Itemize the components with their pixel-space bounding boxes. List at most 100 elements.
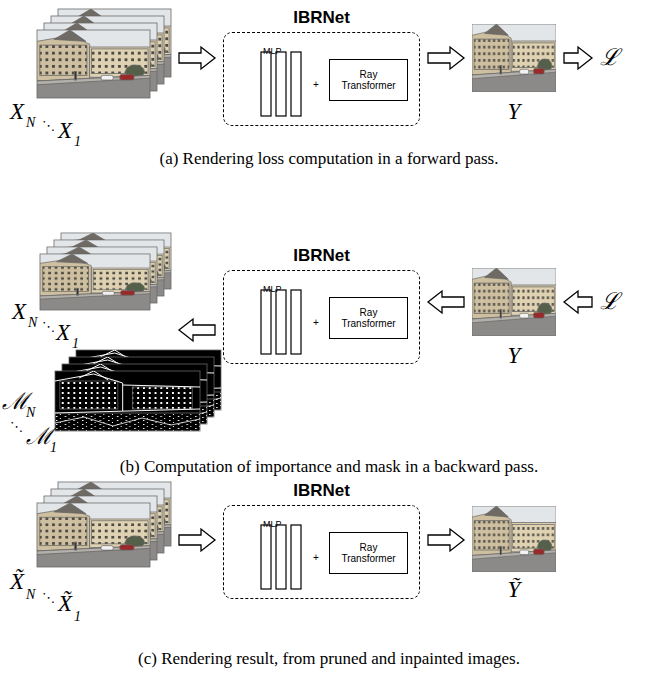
image-stack: ℳN⋱ℳ1 — [55, 350, 221, 431]
image-symbol: Y — [508, 99, 521, 124]
block-label: Ray Transformer — [332, 307, 405, 330]
transformer-box: Ray Transformer — [329, 532, 408, 574]
transformer-box: Ray Transformer — [329, 297, 408, 339]
subscript: N — [26, 405, 35, 420]
output-image: Y — [472, 268, 556, 336]
loss-label: ℒ — [600, 289, 619, 314]
ellipsis: ⋱ — [42, 319, 55, 334]
label-holder: N — [26, 585, 35, 603]
label-holder: (b) Computation of importance and mask i… — [0, 458, 658, 477]
subscript: 1 — [50, 440, 57, 455]
subscript: N — [28, 315, 37, 330]
loss-label: ℒ — [600, 45, 619, 70]
label-holder: ℳ — [26, 425, 53, 448]
label-holder: MLP — [263, 513, 282, 531]
label-holder: Y — [472, 344, 556, 367]
label-holder: + — [313, 547, 319, 565]
panel-caption: (a) Rendering loss computation in a forw… — [160, 149, 499, 168]
loss-symbol: ℒ — [600, 290, 622, 314]
subscript: 1 — [74, 609, 81, 624]
label-holder: MLP — [263, 278, 282, 296]
network-box: IBRNetMLPRay Transformer — [223, 505, 420, 599]
mlp-block: MLP — [258, 511, 304, 591]
output-image: Ỹ — [472, 506, 556, 572]
loss-symbol: ℒ — [600, 46, 622, 70]
output-image: Y — [472, 24, 556, 92]
title-holder: IBRNet — [224, 9, 419, 27]
label-holder: + — [313, 312, 319, 330]
label-holder: 1 — [74, 132, 81, 150]
label-holder: ⋱ — [42, 317, 55, 335]
label-holder: X — [10, 100, 24, 123]
network-title: IBRNet — [293, 481, 350, 500]
subscript: N — [26, 587, 35, 602]
hollow-arrow — [564, 47, 592, 69]
label-holder: 1 — [74, 607, 81, 625]
hollow-arrow — [179, 319, 215, 341]
label-holder: ⋱ — [42, 588, 55, 606]
label-holder: (a) Rendering loss computation in a forw… — [0, 150, 658, 169]
image-stack: X̃N⋱X̃1 — [37, 482, 171, 567]
mlp-block: MLP — [258, 38, 304, 118]
hollow-arrow — [179, 529, 215, 551]
label-holder: + — [313, 74, 319, 92]
mlp-block: MLP — [258, 276, 304, 356]
image-symbol: X — [12, 299, 26, 324]
block-label: Ray Transformer — [332, 542, 405, 565]
network-box: IBRNetMLPRay Transformer — [223, 270, 420, 364]
label-holder: Ỹ — [472, 578, 556, 601]
image-symbol: X — [10, 99, 24, 124]
network-title: IBRNet — [293, 246, 350, 265]
label-holder: MLP — [263, 40, 282, 58]
label-holder: X — [58, 119, 72, 142]
ellipsis: ⋱ — [42, 118, 55, 133]
network-box: IBRNetMLPRay Transformer — [223, 32, 420, 126]
panel-caption: (b) Computation of importance and mask i… — [120, 457, 538, 476]
hollow-arrow — [564, 291, 592, 313]
plus-sign: + — [313, 79, 319, 90]
mlp-label: MLP — [263, 284, 282, 294]
label-holder: N — [28, 313, 37, 331]
mlp-label: MLP — [263, 46, 282, 56]
image-symbol: X — [58, 118, 72, 143]
label-holder: X — [12, 300, 26, 323]
label-holder: X̃ — [10, 570, 24, 593]
label-holder: Y — [472, 100, 556, 123]
title-holder: IBRNet — [224, 482, 419, 500]
label-holder: ⋱ — [10, 417, 23, 435]
label-holder: ⋱ — [42, 116, 55, 134]
image-stack: XN⋱X1 — [37, 9, 171, 98]
block-label: Ray Transformer — [332, 69, 405, 92]
hollow-arrow — [428, 529, 464, 551]
mlp-label: MLP — [263, 519, 282, 529]
label-holder: N — [26, 403, 35, 421]
image-stack: XN⋱X1 — [40, 233, 171, 310]
image-symbol: X̃ — [58, 591, 72, 616]
hollow-arrow — [428, 47, 464, 69]
image-symbol: X̃ — [10, 569, 24, 594]
title-holder: IBRNet — [224, 247, 419, 265]
hollow-arrow — [428, 291, 464, 313]
label-holder: (c) Rendering result, from pruned and in… — [0, 650, 658, 669]
subscript: N — [26, 115, 35, 130]
plus-sign: + — [313, 317, 319, 328]
ellipsis: ⋱ — [42, 590, 55, 605]
panel-caption: (c) Rendering result, from pruned and in… — [138, 649, 520, 668]
image-symbol: ℳ — [2, 389, 29, 414]
label-holder: ℳ — [2, 390, 29, 413]
subscript: 1 — [74, 134, 81, 149]
ellipsis: ⋱ — [10, 419, 23, 434]
image-symbol: Ỹ — [508, 577, 521, 602]
network-title: IBRNet — [293, 8, 350, 27]
plus-sign: + — [313, 552, 319, 563]
image-symbol: Y — [508, 343, 521, 368]
label-holder: 1 — [72, 334, 79, 352]
label-holder: N — [26, 113, 35, 131]
label-holder: X̃ — [58, 592, 72, 615]
image-symbol: ℳ — [26, 424, 53, 449]
image-symbol: X — [56, 320, 70, 345]
transformer-box: Ray Transformer — [329, 59, 408, 101]
